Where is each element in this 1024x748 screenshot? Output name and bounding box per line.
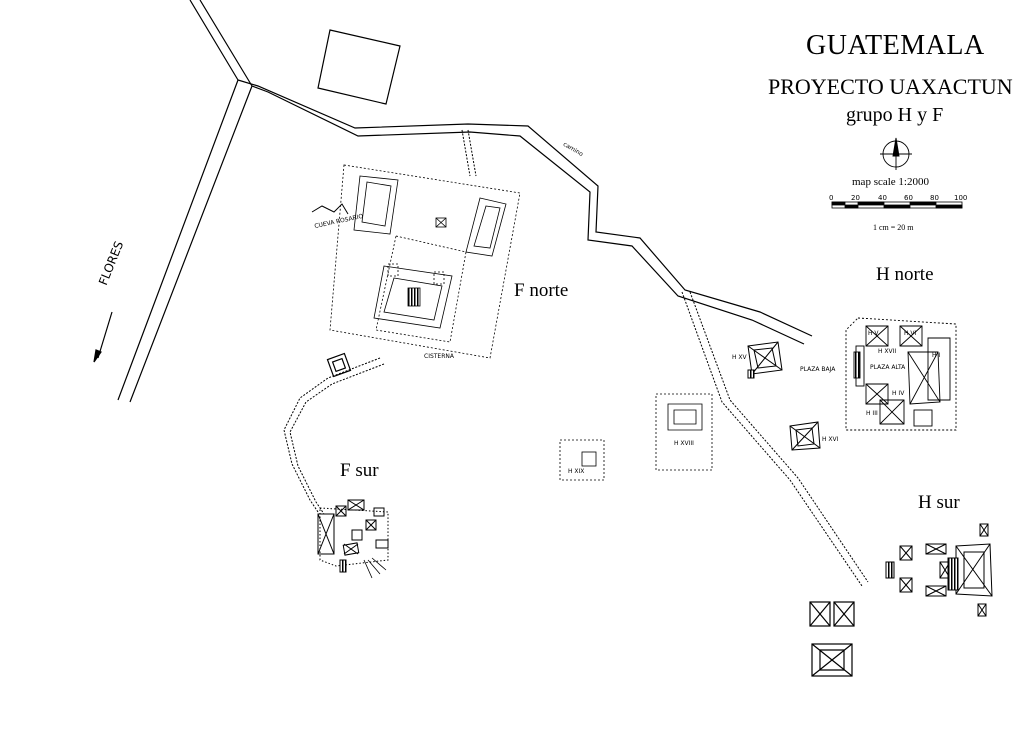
scale-tick-100: 100 <box>954 194 968 202</box>
structure-h-xix <box>559 439 605 481</box>
road-flores <box>117 0 813 403</box>
label-plaza-baja: PLAZA BAJA <box>800 366 836 373</box>
label-h-vi: H VI <box>904 330 917 337</box>
flores-arrow-icon <box>93 311 113 363</box>
label-f-norte: F norte <box>514 280 569 301</box>
f-norte-complex <box>329 164 521 359</box>
h-norte-complex <box>845 317 957 431</box>
scale-note: 1 cm = 20 m <box>873 223 914 232</box>
label-h-xviii: H XVIII <box>674 440 694 447</box>
project-name: PROYECTO UAXACTUN <box>768 74 1013 99</box>
label-h-norte: H norte <box>876 264 934 285</box>
scale-text: map scale 1:2000 <box>852 176 929 188</box>
label-h-i: H I <box>932 352 941 359</box>
structure-diamond <box>326 352 352 378</box>
label-h-iii: H III <box>866 410 878 417</box>
label-h-iv: H IV <box>892 390 905 397</box>
label-plaza-alta: PLAZA ALTA <box>870 364 906 371</box>
label-h-xvii: H XVII <box>878 348 897 355</box>
label-h-sur: H sur <box>918 492 960 513</box>
group-name: grupo H y F <box>846 104 944 126</box>
scale-tick-40: 40 <box>878 194 887 202</box>
scale-bar <box>831 201 963 209</box>
structure-h-xviii <box>655 393 713 471</box>
label-h-xvi: H XVI <box>822 436 839 443</box>
cueva-symbol <box>311 203 349 215</box>
structures-south-squares <box>809 601 855 677</box>
label-h-v: H V <box>868 330 879 337</box>
f-sur-complex <box>317 499 389 579</box>
scale-tick-80: 80 <box>930 194 939 202</box>
north-arrow-icon <box>880 137 912 170</box>
scale-tick-20: 20 <box>851 194 860 202</box>
h-sur-complex <box>885 523 993 617</box>
label-cisterna: CISTERNA <box>424 353 454 360</box>
label-f-sur: F sur <box>340 460 379 481</box>
structure-h-xvi <box>789 421 821 451</box>
structure-h-xv <box>747 341 783 379</box>
label-h-xv: H XV <box>732 354 747 361</box>
path-trails <box>283 129 869 587</box>
structure-nw-square <box>317 29 401 105</box>
map-title: GUATEMALA <box>806 30 985 61</box>
label-h-xix: H XIX <box>568 468 585 475</box>
scale-tick-0: 0 <box>829 194 834 202</box>
scale-tick-60: 60 <box>904 194 913 202</box>
